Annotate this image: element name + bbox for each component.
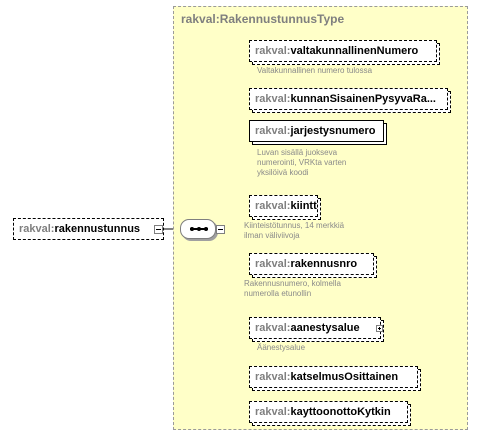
element-documentation: Luvan sisällä juokseva numerointi, VRKta… [257,148,346,178]
doc-line: Luvan sisällä juokseva [257,148,338,157]
element-katselmus-osittainen[interactable]: rakval:katselmusOsittainen [249,366,418,388]
doc-line: numerolla etunollin [244,289,312,298]
root-element-rakennustunnus[interactable]: rakval:rakennustunnus [13,218,164,240]
doc-line: ilman väliviivoja [244,231,300,240]
complex-type-title: rakval:RakennustunnusType [181,12,344,26]
sequence-icon [190,227,208,231]
element-name: rakennusnro [290,258,358,270]
element-name: jarjestysnumero [290,125,376,137]
element-kayttoonotto-kytkin[interactable]: rakval:kayttoonottoKytkin [249,401,408,423]
expand-element-toggle[interactable] [376,325,383,332]
element-name: kunnanSisainenPysyvaRa... [290,93,436,105]
root-element-prefix: rakval: [19,223,55,235]
complex-type-name: RakennustunnusType [219,12,345,26]
element-rakennusnro[interactable]: rakval:rakennusnro [249,253,374,275]
element-documentation: Äänestysalue [257,343,305,353]
element-documentation: Kiinteistötunnus, 14 merkkiä ilman väliv… [244,221,344,241]
element-name: kayttoonottoKytkin [290,406,391,418]
collapse-root-toggle[interactable] [154,225,163,234]
sequence-compositor[interactable] [180,219,216,239]
element-prefix: rakval: [255,200,291,212]
doc-line: Kiinteistötunnus, 14 merkkiä [244,221,345,230]
doc-line: Äänestysalue [257,343,306,352]
element-kunnan-sisainen-pysyva-ra[interactable]: rakval:kunnanSisainenPysyvaRa... [249,88,448,110]
doc-line: yksilöivä koodi [257,168,309,177]
element-aanestysalue[interactable]: rakval:aanestysalue [249,317,381,339]
doc-line: Rakennusnumero, kolmella [244,279,341,288]
element-documentation: Rakennusnumero, kolmella numerolla etuno… [244,279,341,299]
element-valtakunnallinen-numero[interactable]: rakval:valtakunnallinenNumero [249,40,437,62]
collapse-sequence-toggle[interactable] [216,225,225,234]
root-element-name: rakennustunnus [54,223,141,235]
element-name: katselmusOsittainen [290,371,399,383]
complex-type-prefix: rakval: [181,12,220,26]
element-prefix: rakval: [255,371,291,383]
element-name: valtakunnallinenNumero [290,45,419,57]
element-name: aanestysalue [290,322,360,334]
element-prefix: rakval: [255,125,291,137]
doc-line: numerointi, VRKta varten [257,158,347,167]
element-name: kiinttun [290,200,317,212]
element-prefix: rakval: [255,93,291,105]
element-kiinttun[interactable]: rakval:kiinttun [249,195,318,217]
element-prefix: rakval: [255,322,291,334]
element-jarjestysnumero[interactable]: rakval:jarjestysnumero [249,120,384,142]
element-documentation: Valtakunnallinen numero tulossa [257,66,372,76]
element-prefix: rakval: [255,45,291,57]
element-prefix: rakval: [255,258,291,270]
element-prefix: rakval: [255,406,291,418]
doc-line: Valtakunnallinen numero tulossa [257,66,373,75]
